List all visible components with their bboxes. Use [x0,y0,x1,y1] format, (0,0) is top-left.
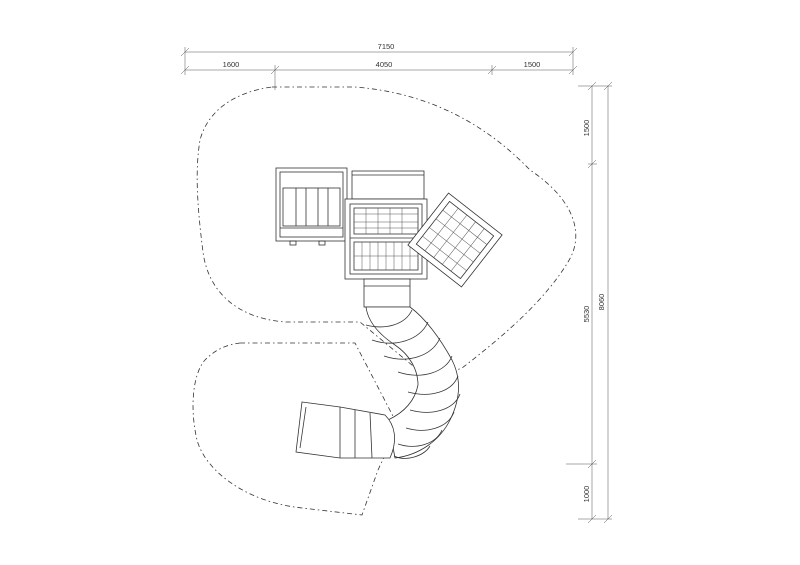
dimension-top-depth: 1500 [582,120,591,137]
top-dimension-chain: 7150 1600 4050 1500 [180,42,578,90]
slide-exit [295,401,395,459]
dimension-left-width: 1600 [223,60,240,69]
safety-zone-lower [192,342,396,516]
rotated-net-deck [407,192,503,288]
right-dimension-chain: 8060 1500 5530 1000 [566,81,613,524]
panel-platform-left [275,167,348,246]
dimension-right-width: 1500 [524,60,541,69]
dimension-total-depth: 8060 [597,294,606,311]
dimension-total-width: 7150 [378,42,395,51]
safety-zone-upper [196,86,577,381]
roof-platform [351,170,425,200]
dimension-middle-width: 4050 [376,60,393,69]
dimension-middle-depth: 5530 [582,306,591,323]
dimension-bottom-depth: 1000 [582,486,591,503]
main-tower-deck [344,198,428,280]
